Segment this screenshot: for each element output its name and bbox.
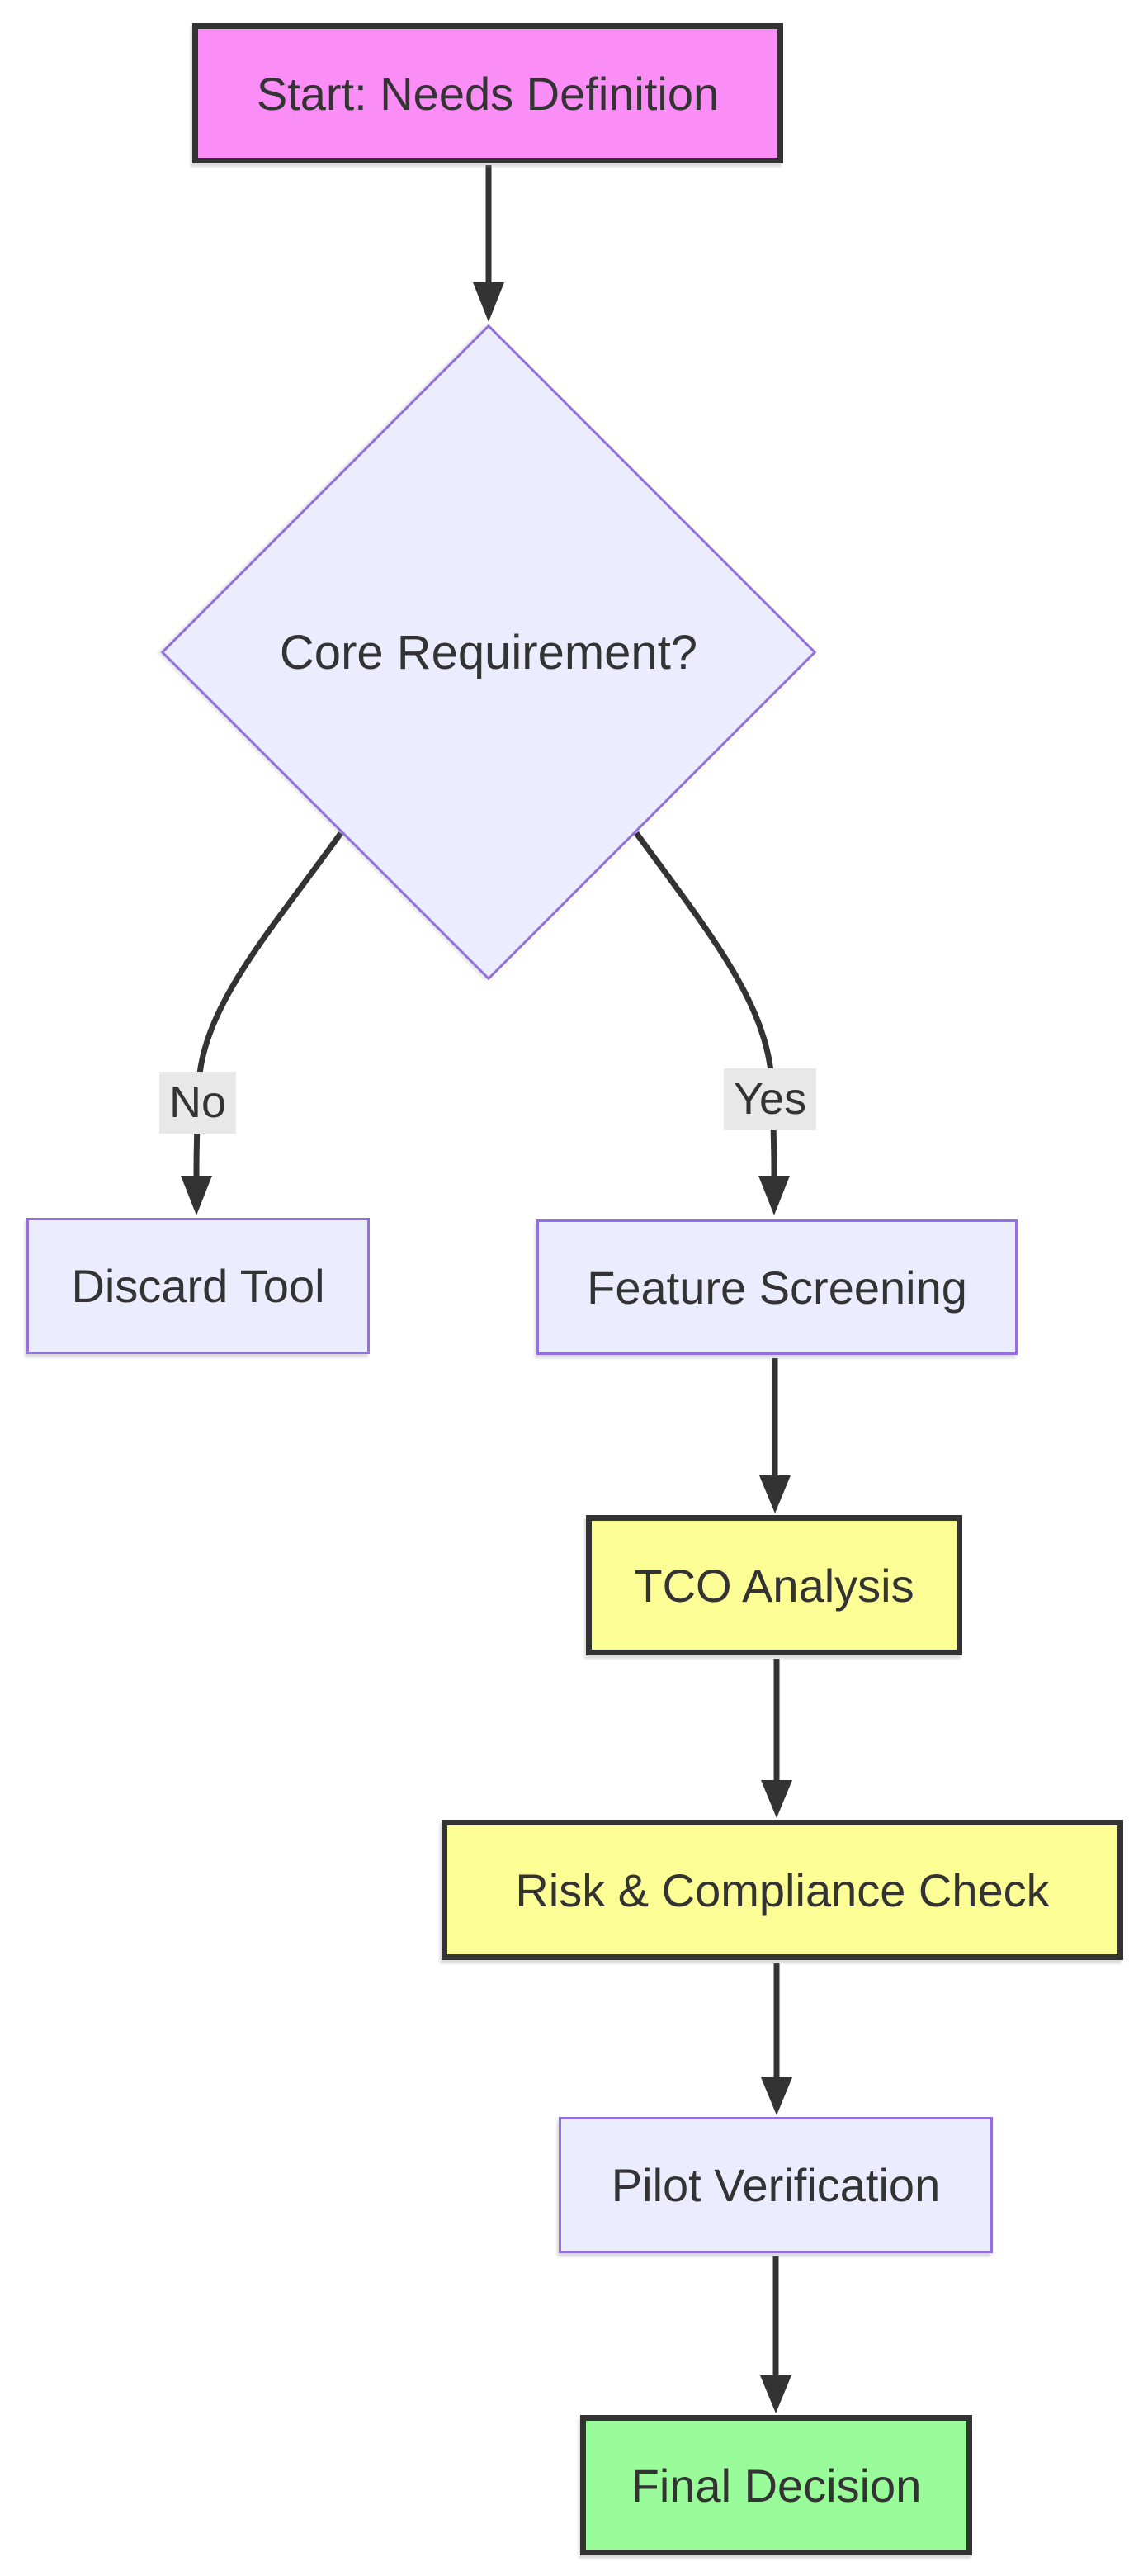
node-final-decision: Final Decision (580, 2415, 972, 2555)
node-start-needs-definition: Start: Needs Definition (192, 23, 783, 163)
node-pilot-verification: Pilot Verification (559, 2117, 993, 2253)
arrowhead-decision (473, 282, 504, 322)
edge-label-yes: Yes (724, 1068, 817, 1131)
arrowhead-tco (759, 1475, 791, 1513)
node-feature-label: Feature Screening (587, 1261, 967, 1314)
edge-decision-to-feature (634, 831, 777, 1177)
node-risk-label: Risk & Compliance Check (515, 1863, 1050, 1916)
decision-label: Core Requirement? (279, 625, 698, 680)
node-pilot-label: Pilot Verification (611, 2159, 941, 2211)
node-core-requirement-decision: Core Requirement? (241, 611, 736, 694)
arrowhead-discard (181, 1176, 212, 1215)
node-risk-compliance-check: Risk & Compliance Check (442, 1820, 1123, 1960)
arrowhead-pilot (761, 2077, 792, 2115)
node-discard-label: Discard Tool (71, 1260, 325, 1312)
arrowhead-final (760, 2375, 791, 2413)
arrowhead-feature (758, 1176, 790, 1215)
node-final-label: Final Decision (631, 2459, 922, 2512)
node-discard-tool: Discard Tool (26, 1218, 370, 1354)
node-tco-analysis: TCO Analysis (586, 1515, 962, 1655)
node-start-label: Start: Needs Definition (256, 67, 720, 120)
node-tco-label: TCO Analysis (634, 1559, 914, 1612)
edge-decision-to-discard (193, 831, 343, 1177)
node-feature-screening: Feature Screening (536, 1219, 1018, 1355)
edge-label-no: No (159, 1072, 237, 1134)
arrowhead-risk (761, 1780, 792, 1818)
